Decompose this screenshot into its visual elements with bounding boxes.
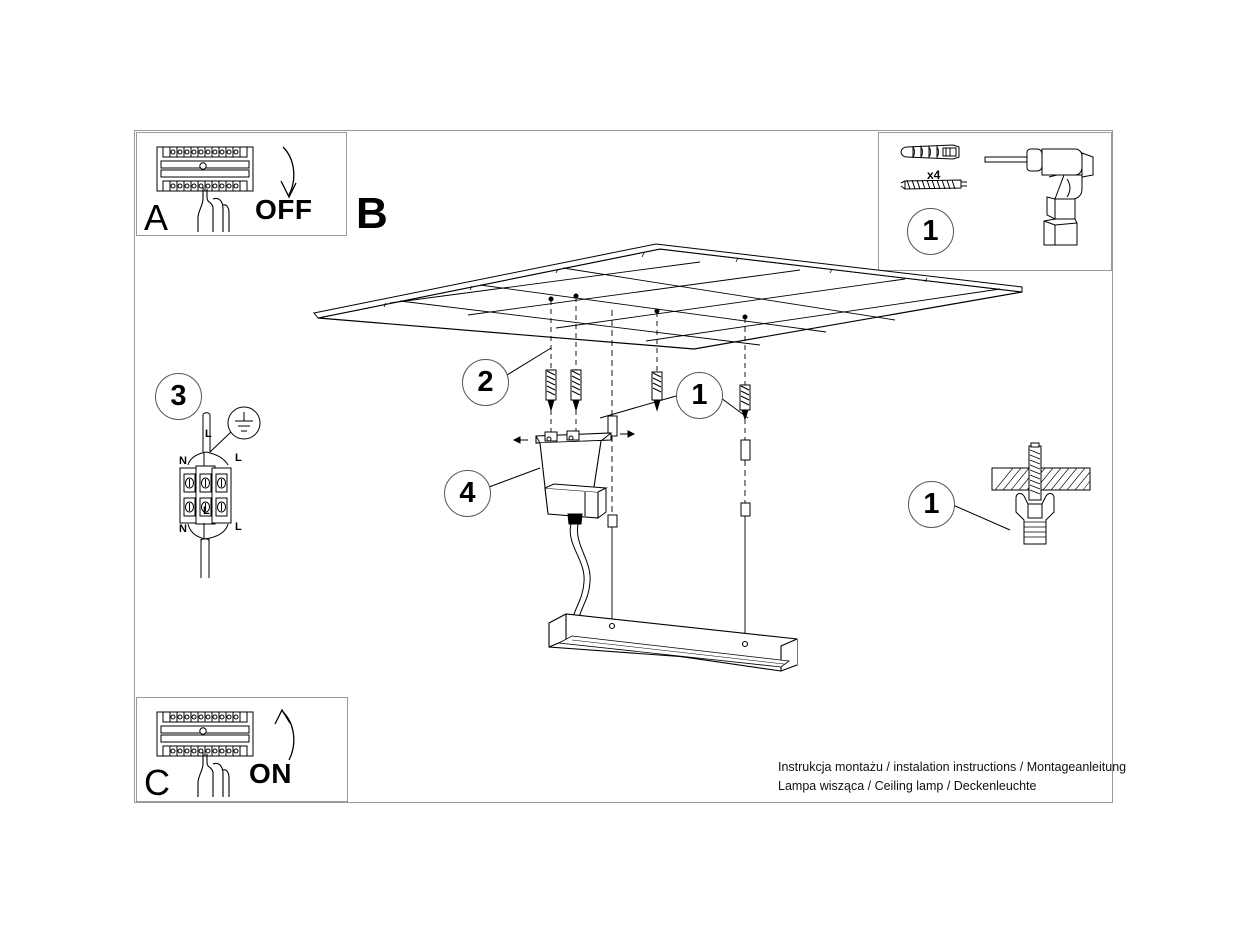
breaker-off-label: OFF (255, 194, 313, 225)
step-panel-a (136, 132, 347, 236)
power-drill-icon (984, 148, 1094, 246)
callout-wiring-step: 3 (155, 373, 202, 420)
breaker-on-label: ON (249, 758, 292, 789)
terminal-label-l-center: L (203, 505, 210, 517)
callout-ceiling-anchor: 2 (462, 359, 509, 406)
callout-tools-step: 1 (907, 208, 954, 255)
step-panel-c (136, 697, 348, 802)
terminal-label-n-bottom: N (179, 523, 187, 535)
step-letter-a: A (144, 197, 169, 238)
terminal-label-l-top: L (235, 452, 242, 464)
sheet-frame (134, 130, 1113, 803)
tools-illustration (900, 144, 1094, 246)
breaker-on-illustration (156, 708, 295, 797)
wall-plug-quantity-label: x4 (927, 168, 941, 182)
breaker-off-illustration (156, 146, 297, 232)
tools-panel (878, 132, 1112, 271)
step-letter-c: C (144, 762, 170, 803)
callout-anchor-detail: 1 (908, 481, 955, 528)
terminal-label-l-bottom: L (235, 521, 242, 533)
terminal-label-l-cable: L (205, 428, 212, 440)
callout-canopy: 4 (444, 470, 491, 517)
sheet-caption: Instrukcja montażu / instalation instruc… (778, 760, 1127, 794)
callout-suspension-cable: 1 (676, 372, 723, 419)
wall-plug-icon (900, 144, 960, 160)
step-letter-b: B (356, 189, 388, 238)
screw-icon (900, 179, 967, 190)
terminal-label-n-top: N (179, 455, 187, 467)
